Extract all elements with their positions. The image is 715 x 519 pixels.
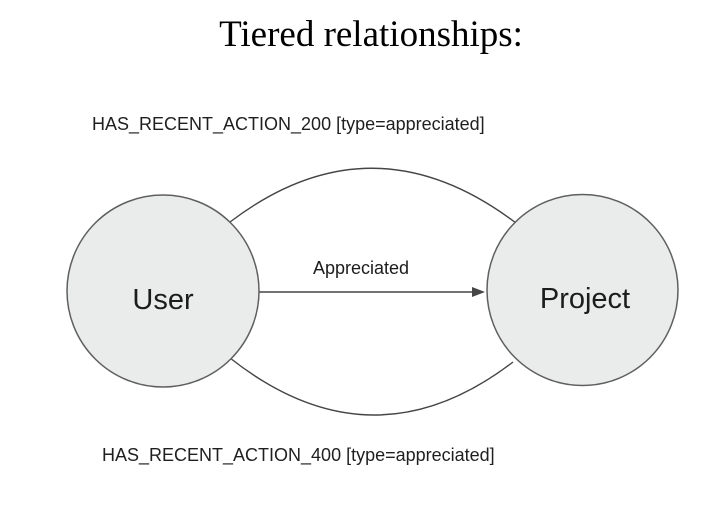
user-node-circle (66, 194, 260, 388)
edge-label-middle-arrow: Appreciated (313, 258, 409, 278)
edge-label-bottom-arc: HAS_RECENT_ACTION_400 [type=appreciated] (102, 445, 495, 465)
project-node-label: Project (540, 283, 630, 315)
project-node-circle (486, 193, 679, 387)
top-arc-edge (229, 167, 517, 224)
bottom-arc-edge (229, 357, 514, 416)
edge-label-top-arc: HAS_RECENT_ACTION_200 [type=appreciated] (92, 114, 485, 134)
page-title: Tiered relationships: (219, 14, 523, 55)
arrowhead-icon (472, 287, 485, 297)
user-node-label: User (132, 284, 194, 316)
